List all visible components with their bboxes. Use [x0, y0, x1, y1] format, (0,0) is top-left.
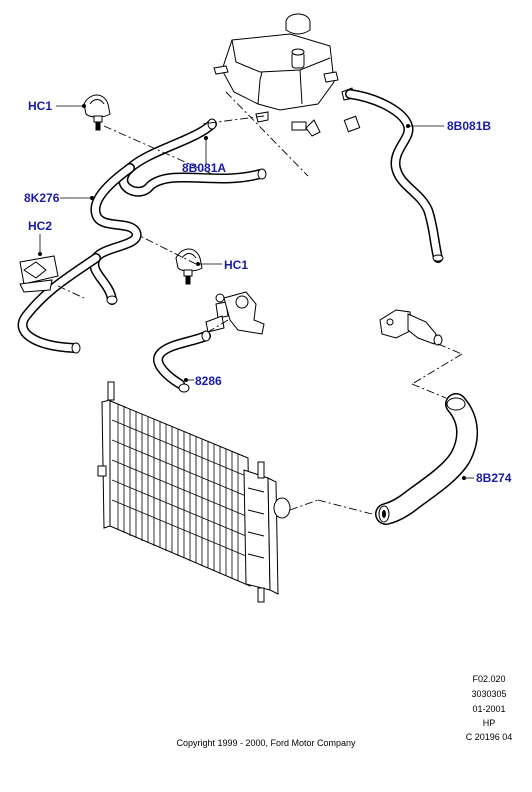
hc1-clip-top [83, 94, 111, 131]
outlet-connector [379, 309, 443, 346]
callout-8k276: 8K276 [24, 191, 60, 205]
expansion-tank [213, 13, 361, 137]
callout-hc1-top: HC1 [28, 99, 53, 113]
hose-8b081b [345, 89, 444, 263]
callout-8b081b: 8B081B [447, 119, 492, 133]
hose-8k276 [17, 163, 142, 354]
callout-8286: 8286 [195, 374, 222, 388]
drawing-date: 01-2001 [472, 704, 506, 714]
drawing-line: HP [482, 718, 496, 728]
hose-8286 [153, 330, 211, 393]
radiator [97, 381, 291, 603]
hose-8b081a [118, 118, 267, 197]
copyright-notice: Copyright 1999 - 2000, Ford Motor Compan… [176, 738, 356, 748]
callout-8b274: 8B274 [476, 471, 512, 485]
callout-hc2: HC2 [28, 219, 53, 233]
drawing-number: 3030305 [471, 689, 507, 699]
connection-lines [57, 91, 463, 515]
drawing-ref: C 20196 04 [465, 732, 513, 742]
hose-8b274 [375, 393, 478, 525]
thermostat-housing [205, 291, 265, 335]
leader-lines [38, 104, 474, 480]
drawing-code: F02.020 [472, 674, 506, 684]
callout-8b081a: 8B081A [182, 161, 227, 175]
hc1-clip-mid [175, 248, 203, 285]
callout-hc1-mid: HC1 [224, 258, 249, 272]
hc2-clip [19, 255, 59, 293]
